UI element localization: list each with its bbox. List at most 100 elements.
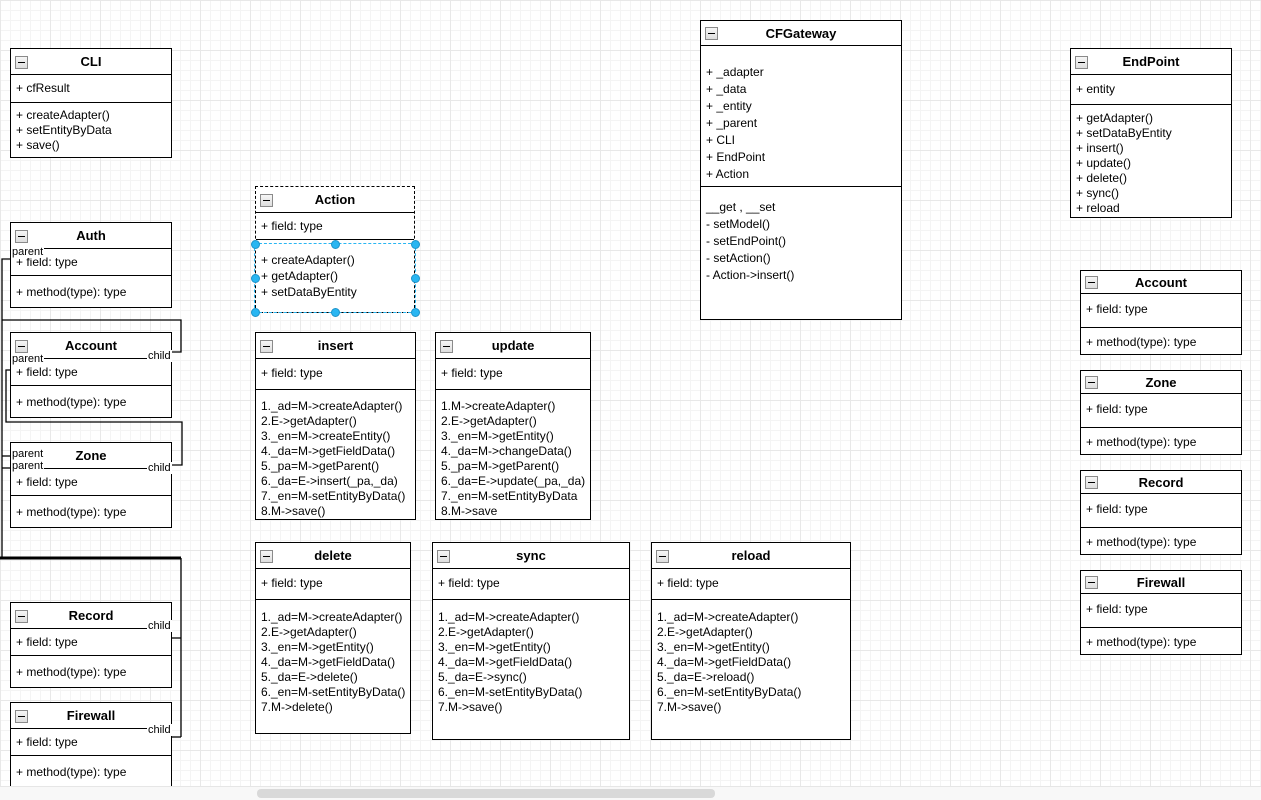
collapse-minus-icon[interactable]	[15, 229, 28, 243]
member-line: + method(type): type	[1086, 635, 1197, 649]
selection-handle[interactable]	[250, 307, 260, 317]
member-line: 1._ad=M->createAdapter()	[261, 399, 403, 413]
member-line: + field: type	[16, 635, 78, 649]
class-box-zone-right[interactable]: Zone+ field: type+ method(type): type	[1080, 370, 1242, 455]
collapse-minus-icon[interactable]	[656, 549, 669, 563]
member-line: + _data	[706, 82, 747, 96]
class-titlebar: update	[436, 333, 590, 359]
member-line: + setDataByEntity	[1076, 126, 1172, 140]
member-line: + update()	[1076, 156, 1132, 170]
class-methods: + createAdapter()+ getAdapter()+ setData…	[256, 239, 414, 314]
class-box-cfgateway[interactable]: CFGateway+ _adapter+ _data+ _entity+ _pa…	[700, 20, 902, 320]
selection-handle[interactable]	[410, 307, 420, 317]
class-title: CLI	[80, 54, 102, 69]
member-line: + _parent	[706, 116, 758, 130]
member-line: + field: type	[441, 366, 503, 380]
class-box-action[interactable]: Action+ field: type+ createAdapter()+ ge…	[255, 186, 415, 313]
class-box-endpoint[interactable]: EndPoint+ entity+ getAdapter()+ setDataB…	[1070, 48, 1232, 218]
member-line: 7._en=M-setEntityByData	[441, 489, 578, 503]
collapse-minus-icon[interactable]	[437, 549, 450, 563]
class-title: Record	[68, 608, 114, 623]
collapse-minus-icon[interactable]	[1075, 55, 1088, 69]
selection-handle[interactable]	[250, 239, 260, 249]
collapse-minus-icon[interactable]	[15, 55, 28, 69]
collapse-minus-icon[interactable]	[440, 339, 453, 353]
class-attributes: + field: type	[1081, 294, 1241, 327]
selection-handle[interactable]	[410, 273, 420, 283]
member-line: + method(type): type	[1086, 335, 1197, 349]
collapse-minus-icon[interactable]	[260, 339, 273, 353]
class-box-delete[interactable]: delete + field: type 1._ad=M->createAdapte…	[255, 542, 411, 734]
selection-handle[interactable]	[330, 307, 340, 317]
selection-handle[interactable]	[330, 239, 340, 249]
member-line: 1._ad=M->createAdapter()	[261, 610, 403, 624]
class-box-firewall-left[interactable]: Firewall+ field: type+ method(type): typ…	[10, 702, 172, 788]
collapse-minus-icon[interactable]	[1085, 476, 1098, 489]
selection-handle[interactable]	[410, 239, 420, 249]
class-box-cli[interactable]: CLI+ cfResult+ createAdapter()+ setEntit…	[10, 48, 172, 158]
member-line: 4._da=M->changeData()	[441, 444, 572, 458]
member-line: 5._da=E->delete()	[261, 670, 358, 684]
class-box-account-right[interactable]: Account+ field: type+ method(type): type	[1080, 270, 1242, 355]
member-line: 5._pa=M->getParent()	[441, 459, 560, 473]
class-title: delete	[314, 548, 352, 563]
class-box-account-left[interactable]: Account+ field: type+ method(type): type	[10, 332, 172, 418]
collapse-minus-icon[interactable]	[1085, 376, 1098, 389]
class-attributes: + field: type	[1081, 494, 1241, 527]
class-box-reload[interactable]: reload+ field: type 1._ad=M->createAdapte…	[651, 542, 851, 740]
member-line: 4._da=M->getFieldData()	[438, 655, 573, 669]
class-titlebar: Record	[11, 603, 171, 629]
member-line: + field: type	[261, 576, 323, 590]
member-line: 1._ad=M->createAdapter()	[657, 610, 799, 624]
class-titlebar: reload	[652, 543, 850, 569]
class-attributes: + field: type	[1081, 594, 1241, 627]
class-title: insert	[317, 338, 354, 353]
connector[interactable]	[1, 258, 10, 558]
class-box-firewall-right[interactable]: Firewall + field: type + method(type): typ…	[1080, 570, 1242, 655]
member-line: + delete()	[1076, 171, 1128, 185]
member-line: + method(type): type	[16, 395, 127, 409]
class-title: sync	[516, 548, 546, 563]
collapse-minus-icon[interactable]	[705, 27, 718, 40]
class-box-record-left[interactable]: Record+ field: type+ method(type): type	[10, 602, 172, 688]
collapse-minus-icon[interactable]	[1085, 276, 1098, 289]
horizontal-scrollbar-thumb[interactable]	[257, 789, 715, 798]
class-methods: + method(type): type	[11, 385, 171, 419]
class-title: update	[491, 338, 535, 353]
member-line: + setDataByEntity	[261, 285, 357, 299]
horizontal-scrollbar-track[interactable]	[0, 786, 1261, 800]
member-line: 7.M->save()	[657, 700, 722, 714]
collapse-minus-icon[interactable]	[15, 339, 28, 353]
member-line: 8.M->save()	[261, 504, 326, 518]
class-box-auth[interactable]: Auth+ field: type+ method(type): type	[10, 222, 172, 308]
member-line: 3._en=M->getEntity()	[438, 640, 551, 654]
collapse-minus-icon[interactable]	[15, 609, 28, 623]
class-titlebar: CLI	[11, 49, 171, 75]
member-line: + setEntityByData	[16, 123, 112, 137]
collapse-minus-icon[interactable]	[15, 709, 28, 723]
class-attributes: + field: type	[652, 569, 850, 599]
class-attributes: + field: type	[433, 569, 629, 599]
member-line: 5._da=E->sync()	[438, 670, 527, 684]
edge-label-child: child	[147, 350, 172, 362]
edge-label-parent: parent	[11, 246, 45, 258]
class-attributes: + field: type	[11, 249, 171, 275]
collapse-minus-icon[interactable]	[260, 193, 273, 207]
selection-handle[interactable]	[250, 273, 260, 283]
class-titlebar: insert	[256, 333, 415, 359]
member-line: 3._en=M->getEntity()	[261, 640, 374, 654]
collapse-minus-icon[interactable]	[1085, 576, 1098, 589]
class-title: Account	[65, 338, 117, 353]
collapse-minus-icon[interactable]	[260, 549, 273, 563]
class-methods: 1._ad=M->createAdapter()2.E->getAdapter(…	[433, 599, 629, 741]
class-box-record-right[interactable]: Record+ field: type+ method(type): type	[1080, 470, 1242, 555]
edge-label-parent: parent	[11, 448, 45, 460]
edge-label-child: child	[147, 462, 172, 474]
member-line: + method(type): type	[16, 765, 127, 779]
member-line: + save()	[16, 138, 60, 152]
class-title: Firewall	[1136, 574, 1186, 590]
